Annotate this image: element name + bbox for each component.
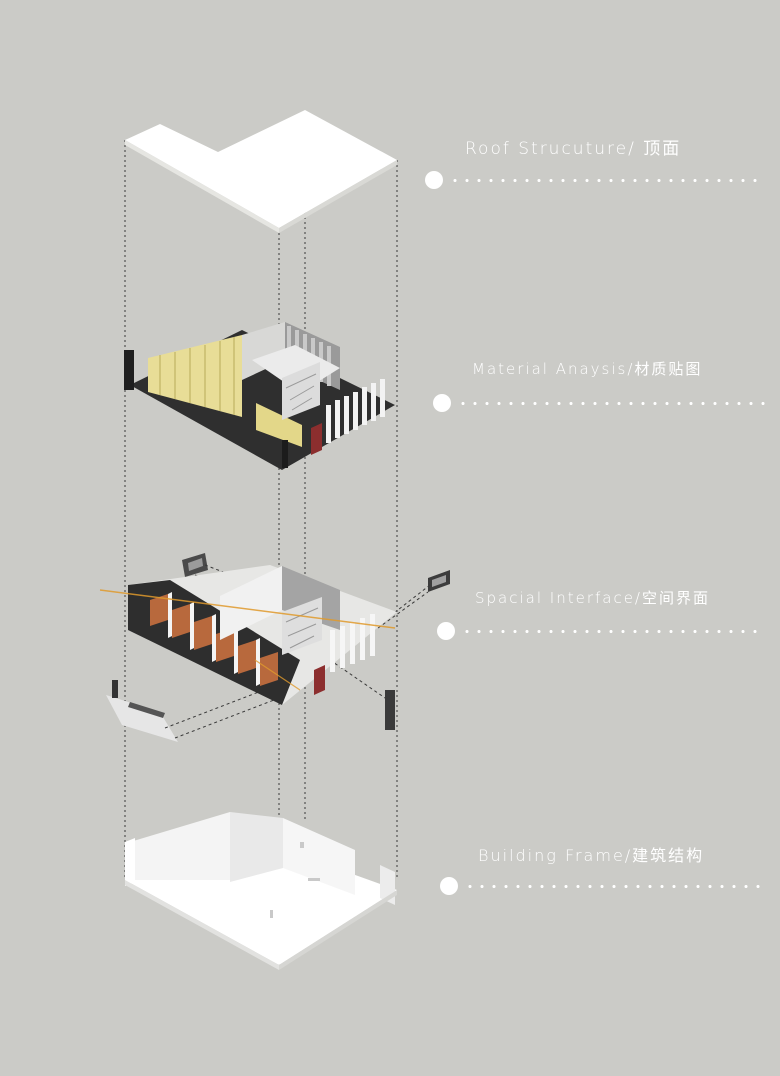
frame-back-wall	[230, 812, 283, 882]
leader-interface	[437, 622, 765, 640]
roof-slab	[125, 110, 397, 228]
leader-dots-interface	[461, 629, 765, 633]
material-red-accent	[311, 423, 322, 455]
material-dark-strip	[282, 440, 288, 468]
floating-post-left	[112, 680, 118, 698]
leader-dots-frame	[464, 884, 765, 888]
floating-fixture-left	[106, 695, 178, 742]
interface-layer	[99, 553, 450, 742]
interface-marble-wall	[282, 597, 322, 655]
material-dark-post	[124, 350, 134, 390]
material-yellow-wall-front	[256, 403, 302, 447]
frame-left-wall	[130, 812, 230, 880]
leader-knob-interface	[437, 622, 455, 640]
material-back-wall	[242, 322, 285, 380]
floating-fixture-top	[182, 553, 208, 577]
leader-frame	[440, 877, 765, 895]
frame-layer	[125, 812, 397, 970]
label-building-frame: Building Frame/建筑结构	[478, 846, 705, 865]
leader-knob-frame	[440, 877, 458, 895]
leader-material	[433, 394, 765, 412]
label-roof-structure: Roof Strucuture/ 顶面	[465, 139, 682, 159]
interface-back-wall	[220, 566, 282, 640]
roof-slab-edge	[125, 140, 279, 233]
interface-wood-panels	[150, 594, 278, 686]
leader-dots-roof	[449, 178, 765, 182]
label-spatial-interface: Spacial Interface/空间界面	[475, 589, 710, 607]
leader-knob-roof	[425, 171, 443, 189]
leader-knob-material	[433, 394, 451, 412]
frame-front-edge	[125, 880, 279, 970]
floating-fixture-right	[428, 570, 450, 592]
roof-layer	[125, 110, 397, 233]
material-yellow-wall	[148, 335, 242, 417]
alignment-guides	[124, 112, 398, 965]
leader-roof	[425, 171, 765, 189]
interface-red-accent	[314, 665, 325, 695]
frame-right-wall	[283, 818, 355, 895]
leader-dots-material	[457, 401, 765, 405]
floating-panel-right	[385, 690, 395, 730]
frame-front-edge-right	[279, 890, 397, 970]
roof-slab-edge-right	[279, 160, 397, 233]
material-layer	[124, 322, 395, 470]
label-material-analysis: Material Anaysis/材质贴图	[472, 360, 703, 378]
interface-section-line	[99, 589, 396, 629]
frame-pillar-left	[125, 838, 135, 886]
